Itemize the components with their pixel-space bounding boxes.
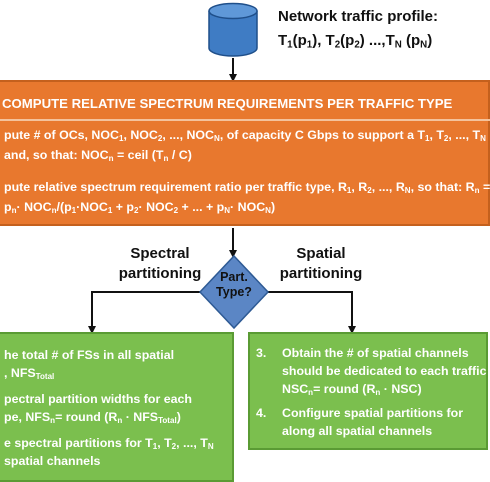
spatial-partitioning-box (248, 332, 488, 450)
branch-label-spatial-line2: partitioning (279, 265, 363, 282)
branch-label-spectral-line1: Spectral (130, 245, 190, 262)
spatial-step3-line3: NSCn= round (Rn · NSC) (282, 382, 422, 397)
spectral-step3-line2: spatial channels (4, 454, 101, 468)
database-icon (208, 2, 258, 57)
spatial-step4-line2: along all spatial channels (282, 424, 433, 438)
decision-diamond (198, 254, 270, 330)
compute-step1-line1: pute # of OCs, NOC1, NOC2, ..., NOCN, of… (4, 128, 486, 143)
spatial-step3-line2: should be dedicated to each traffic (282, 364, 487, 378)
decision-label: Part. Type? (202, 270, 266, 300)
decision-label-line2: Type? (216, 285, 252, 299)
connector-right-branch (268, 291, 356, 334)
compute-step2-line1: pute relative spectrum requirement ratio… (4, 180, 490, 195)
spatial-step3-number: 3. (256, 346, 267, 360)
spectral-step2-line2: pe, NFSn= round (Rn · NFSTotal) (4, 410, 181, 425)
traffic-profile-list: T1(p1), T2(p2) ...,TN (pN) (278, 32, 433, 51)
flow-connectors (88, 58, 356, 334)
compute-box-title: COMPUTE RELATIVE SPECTRUM REQUIREMENTS P… (2, 96, 453, 111)
branch-label-spectral: Spectral partitioning (100, 244, 220, 284)
compute-step1-line2: and, so that: NOCn = ceil (Tn / C) (4, 148, 192, 163)
spectral-step3-line1: e spectral partitions for T1, T2, ..., T… (4, 436, 214, 451)
decision-label-line1: Part. (220, 270, 248, 284)
branch-label-spatial-line1: Spatial (296, 245, 346, 262)
profile-title: Network traffic profile: (278, 8, 439, 25)
branch-label-spatial: Spatial partitioning (256, 244, 386, 284)
spectral-step1-line1: he total # of FSs in all spatial (4, 348, 175, 362)
spatial-step3-line1: Obtain the # of spatial channels (282, 346, 469, 360)
compute-step2-line2: pn· NOCn/(p1·NOC1 + p2· NOC2 + ... + pN·… (4, 200, 276, 215)
spectral-partitioning-box (0, 332, 234, 482)
compute-box-divider (0, 119, 490, 121)
compute-requirements-box (0, 80, 490, 226)
branch-label-spectral-line2: partitioning (118, 265, 202, 282)
spatial-step4-number: 4. (256, 406, 267, 420)
connector-left-branch (88, 291, 200, 334)
spectral-step2-line1: pectral partition widths for each (4, 392, 192, 406)
spatial-step4-line1: Configure spatial partitions for (282, 406, 464, 420)
spectral-step1-line2: , NFSTotal (4, 366, 55, 381)
